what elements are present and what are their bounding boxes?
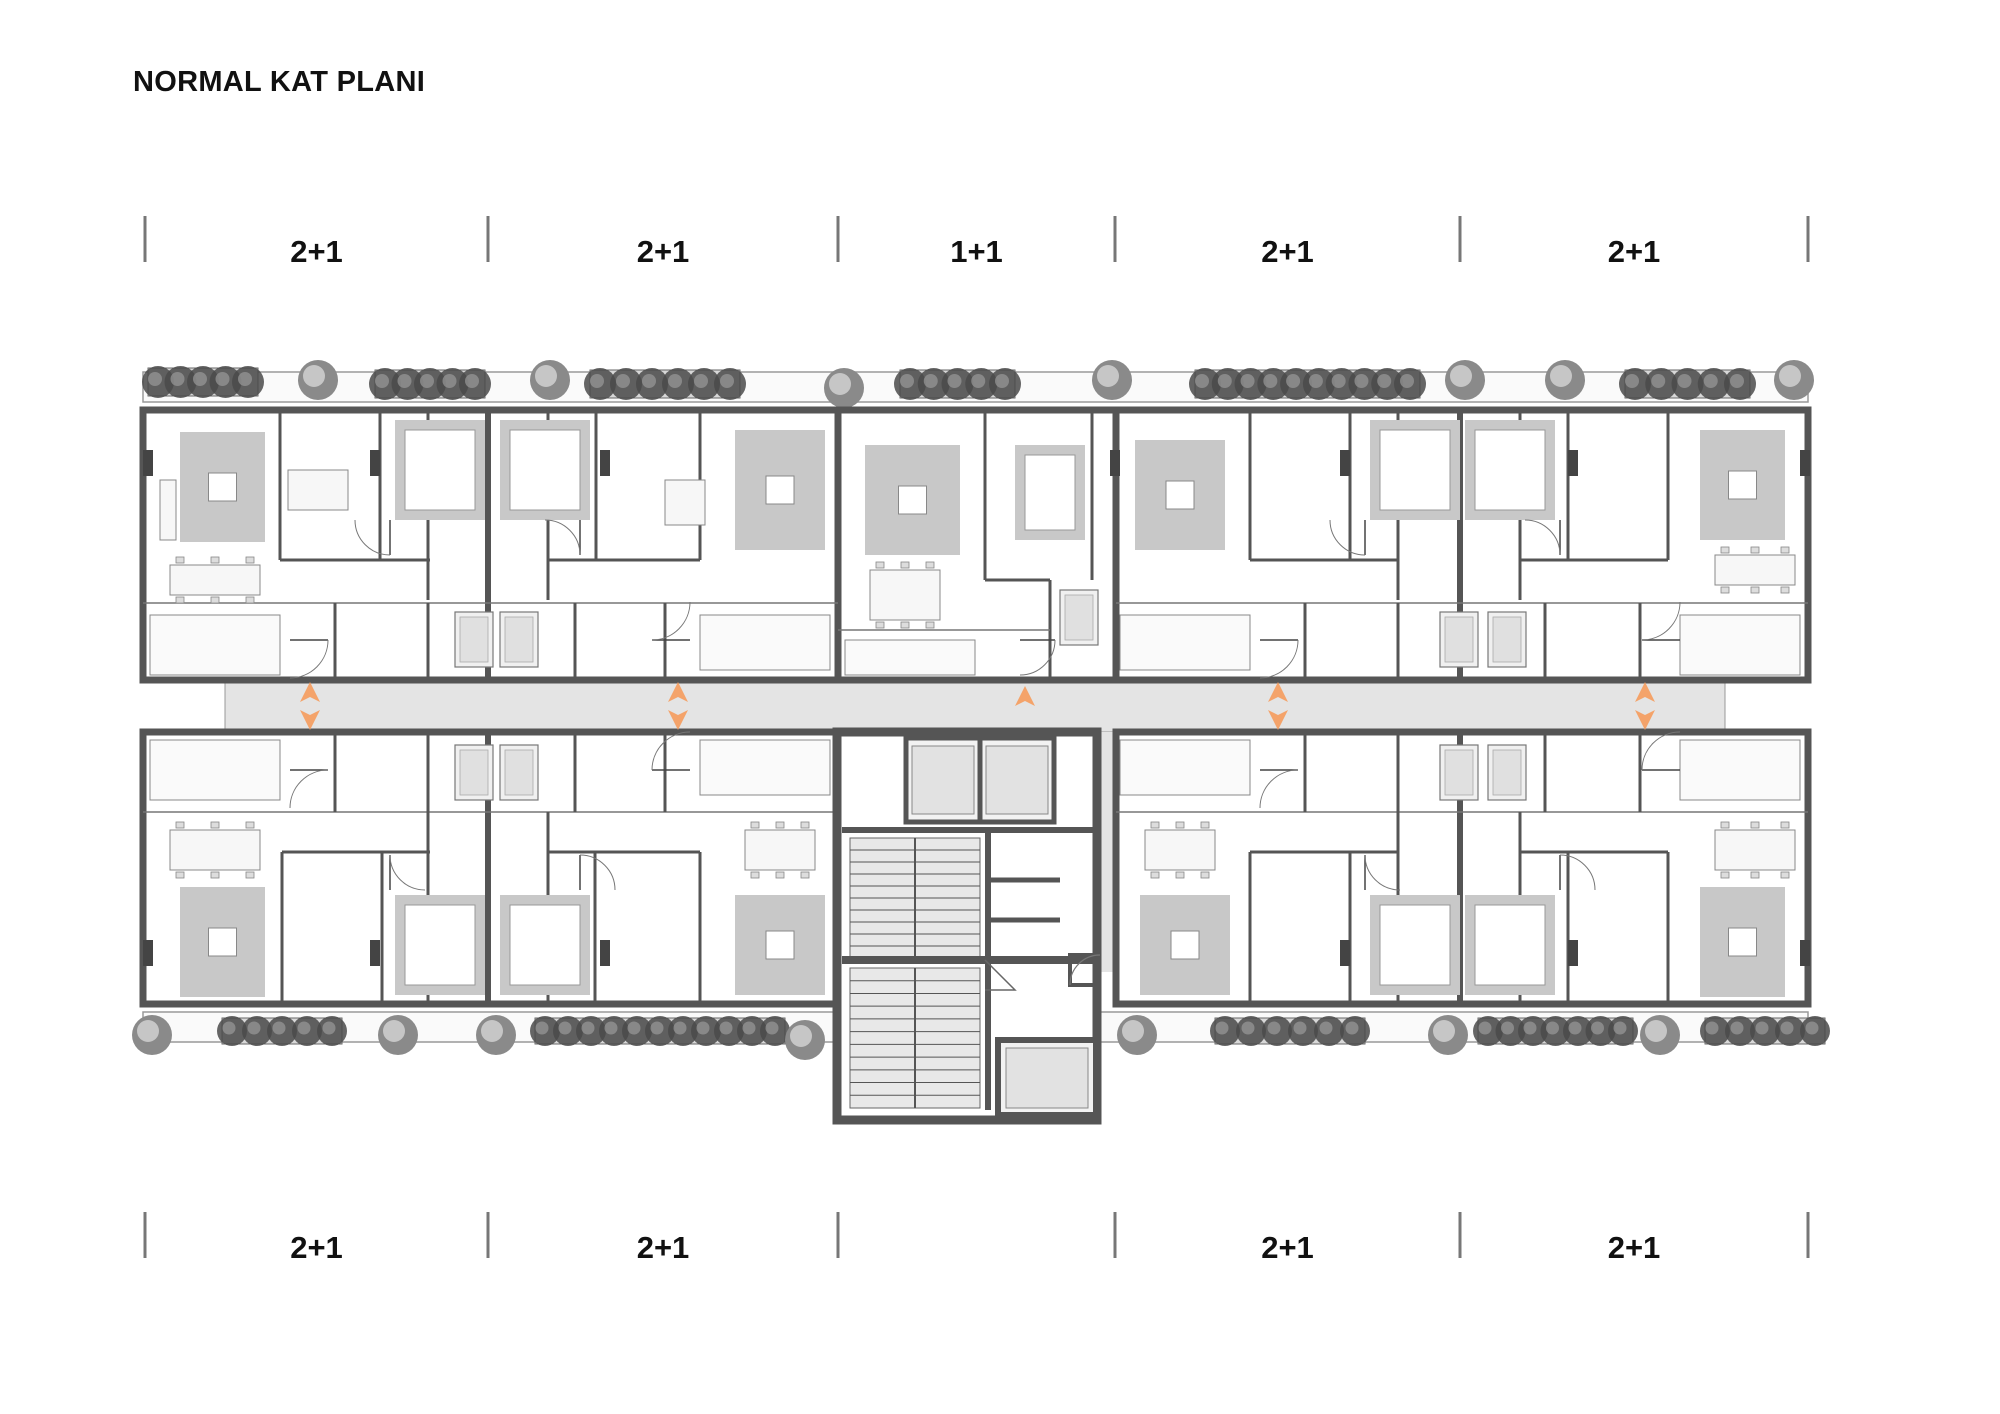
dining-table — [1714, 554, 1796, 586]
dining-table — [1144, 829, 1216, 871]
door — [651, 731, 691, 771]
door — [389, 854, 426, 891]
column — [143, 940, 153, 966]
top-dimension-ticks — [143, 216, 1810, 262]
kitchen-counter — [1679, 739, 1801, 801]
top-unit-label-3: 1+1 — [950, 234, 1003, 269]
entrance-arrow-icon — [1268, 682, 1288, 730]
column — [600, 450, 610, 476]
page-title: NORMAL KAT PLANI — [133, 66, 426, 98]
kitchen-counter — [1119, 739, 1251, 796]
column — [600, 940, 610, 966]
furniture — [149, 420, 1801, 997]
entrance-arrow-icon — [300, 682, 320, 730]
column — [370, 450, 380, 476]
door — [1524, 519, 1561, 556]
corridor — [224, 679, 1726, 733]
circulation-arrows — [300, 682, 1655, 730]
bottom-unit-label-2: 2+1 — [637, 1230, 690, 1265]
bottom-dimension-ticks — [143, 1212, 1810, 1258]
sofa — [287, 469, 349, 511]
door — [544, 519, 581, 556]
bottom-unit-label-4: 2+1 — [1261, 1230, 1314, 1265]
top-unit-label-5: 2+1 — [1608, 234, 1661, 269]
door — [651, 601, 691, 641]
column — [1110, 450, 1120, 476]
doors — [289, 519, 1681, 891]
column — [370, 940, 380, 966]
door — [1364, 854, 1401, 891]
door — [1259, 639, 1299, 679]
door — [289, 769, 329, 809]
door — [1559, 854, 1596, 891]
stair-elevator-core — [832, 727, 1102, 1125]
column — [1568, 940, 1578, 966]
door — [1329, 519, 1366, 556]
door — [1641, 731, 1681, 771]
door — [579, 854, 616, 891]
kitchen-counter — [844, 639, 976, 676]
column — [1568, 450, 1578, 476]
column — [143, 450, 153, 476]
kitchen-counter — [149, 614, 281, 676]
top-unit-label-4: 2+1 — [1261, 234, 1314, 269]
sofa — [159, 479, 177, 541]
column — [1340, 940, 1350, 966]
planters — [132, 360, 1830, 1060]
entrance-arrow-icon — [1015, 686, 1035, 706]
dining-table — [169, 564, 261, 596]
kitchen-counter — [149, 739, 281, 801]
dining-table — [169, 829, 261, 871]
dining-table — [869, 569, 941, 621]
top-unit-label-1: 2+1 — [290, 234, 343, 269]
door — [1641, 601, 1681, 641]
kitchen-counter — [1119, 614, 1251, 671]
dining-table — [1714, 829, 1796, 871]
entrance-arrow-icon — [668, 682, 688, 730]
kitchen-counter — [699, 739, 831, 796]
column — [1800, 940, 1810, 966]
kitchen-counter — [1679, 614, 1801, 676]
bottom-unit-labels: 2+1 2+1 2+1 2+1 — [290, 1230, 1660, 1265]
top-unit-labels: 2+1 2+1 1+1 2+1 2+1 — [290, 234, 1660, 269]
bottom-unit-label-1: 2+1 — [290, 1230, 343, 1265]
top-unit-label-2: 2+1 — [637, 234, 690, 269]
column — [1340, 450, 1350, 476]
door — [1259, 769, 1299, 809]
bottom-unit-label-5: 2+1 — [1608, 1230, 1661, 1265]
door — [354, 519, 391, 556]
door — [289, 639, 329, 679]
column — [1800, 450, 1810, 476]
dining-table — [744, 829, 816, 871]
sofa — [664, 479, 706, 526]
door — [1019, 639, 1056, 676]
kitchen-counter — [699, 614, 831, 671]
entrance-arrow-icon — [1635, 682, 1655, 730]
